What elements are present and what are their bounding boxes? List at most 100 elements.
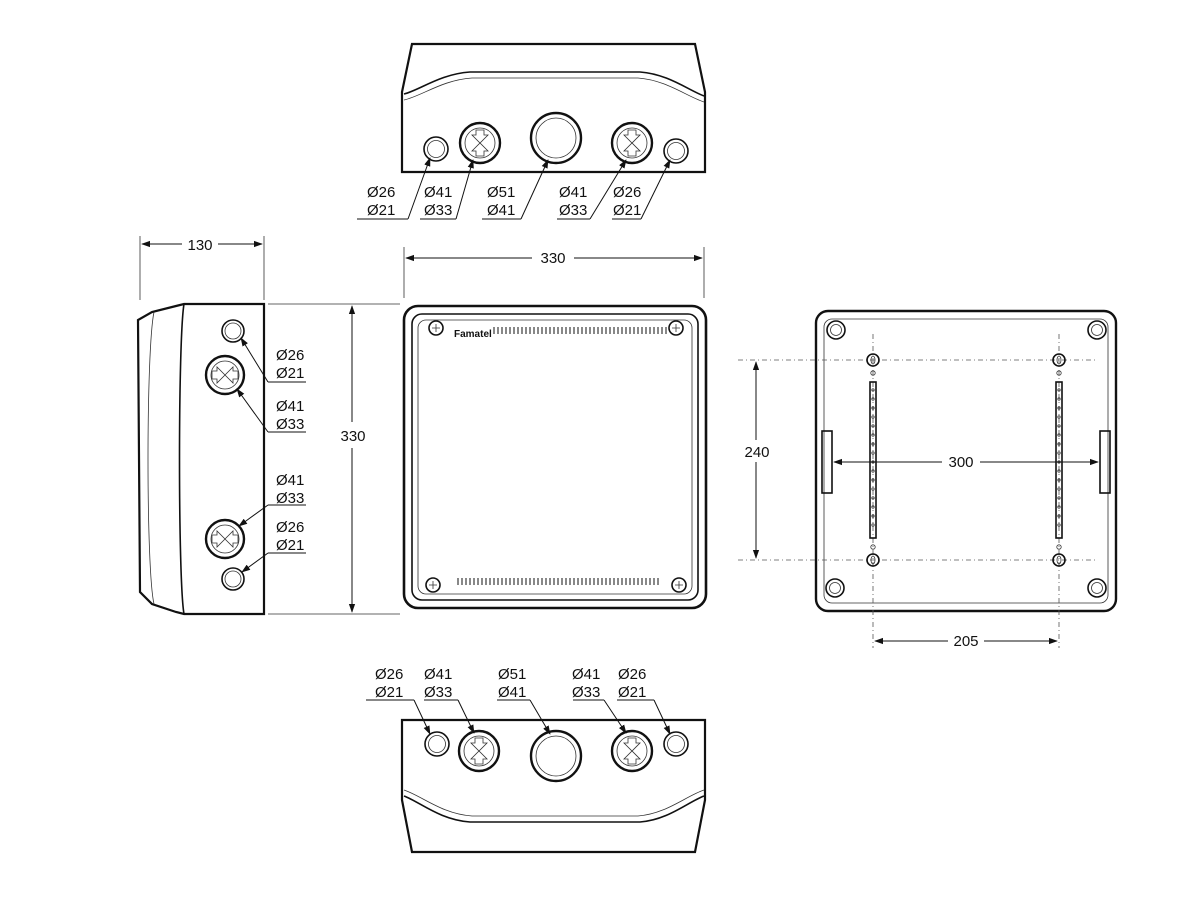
back-corner-hole-bottom-left xyxy=(825,578,845,598)
bottom-callout-3-inner: Ø41 xyxy=(498,684,526,701)
top-view-ridge xyxy=(403,71,705,97)
rail-hole xyxy=(871,424,875,428)
bottom-callout-5-outer: Ø26 xyxy=(618,666,646,683)
bottom-gland-41-right xyxy=(610,729,654,773)
side-knockout-26-top xyxy=(221,319,245,343)
rail-hole xyxy=(1057,496,1061,500)
rail-hole xyxy=(1057,469,1061,473)
back-view: 240 300 205 xyxy=(738,309,1118,650)
top-gland-41-right xyxy=(610,121,654,165)
side-callout-2-inner: Ø33 xyxy=(276,416,304,433)
bottom-callout-4-outer: Ø41 xyxy=(572,666,600,683)
front-view-body xyxy=(402,304,708,610)
front-vent-top xyxy=(493,327,667,334)
rail-hole xyxy=(1057,478,1061,482)
rail-hole xyxy=(1057,415,1061,419)
rail-hole xyxy=(871,442,875,446)
rail-hole xyxy=(1057,505,1061,509)
back-din-rail-left xyxy=(869,381,877,539)
top-callout-2-outer: Ø41 xyxy=(424,184,452,201)
top-gland-41-left xyxy=(458,121,502,165)
top-callout-3-outer: Ø51 xyxy=(487,184,515,201)
side-knockout-26-bottom xyxy=(221,567,245,591)
bottom-callout-4-inner: Ø33 xyxy=(572,684,600,701)
bottom-view: Ø26 Ø21 Ø41 Ø33 Ø51 Ø41 Ø41 Ø33 Ø26 Ø21 xyxy=(366,666,707,854)
back-corner-hole-top-left xyxy=(826,320,846,340)
rail-hole xyxy=(1057,406,1061,410)
top-view: Ø26 Ø21 Ø41 Ø33 Ø51 Ø41 Ø41 Ø33 Ø26 Ø21 xyxy=(357,42,707,220)
side-callout-1-inner: Ø21 xyxy=(276,365,304,382)
back-side-clip-left xyxy=(821,430,833,494)
back-vertical-dimension: 240 xyxy=(744,444,769,461)
bottom-knockout-51 xyxy=(529,729,583,783)
bottom-knockout-26-left xyxy=(424,731,450,757)
back-din-rail-right xyxy=(1055,381,1063,539)
back-view-inner xyxy=(823,318,1109,604)
top-view-ridge-inner xyxy=(403,77,705,103)
rail-hole xyxy=(1057,442,1061,446)
back-side-clip-right xyxy=(1099,430,1111,494)
back-rail-holes xyxy=(871,388,1061,527)
screw-top-left-icon xyxy=(428,320,444,336)
rail-hole xyxy=(871,406,875,410)
screw-bottom-left-icon xyxy=(425,577,441,593)
rail-hole xyxy=(1057,388,1061,392)
side-depth-dimension: 130 xyxy=(187,237,212,254)
side-view-lid-edge xyxy=(178,303,185,615)
side-gland-41-bottom xyxy=(204,518,246,560)
rail-hole xyxy=(1057,424,1061,428)
rail-hole xyxy=(871,469,875,473)
top-callout-1-outer: Ø26 xyxy=(367,184,395,201)
bottom-view-ridge-inner xyxy=(403,789,705,817)
rail-hole xyxy=(1057,397,1061,401)
back-mount-slot-bottom-left xyxy=(866,544,880,567)
top-callout-1-inner: Ø21 xyxy=(367,202,395,219)
side-callout-1-outer: Ø26 xyxy=(276,347,304,364)
bottom-callout-1-outer: Ø26 xyxy=(375,666,403,683)
bottom-callout-2-outer: Ø41 xyxy=(424,666,452,683)
top-callout-5-inner: Ø21 xyxy=(613,202,641,219)
rail-hole xyxy=(1057,514,1061,518)
front-view-lid-inner xyxy=(417,319,693,595)
rail-hole xyxy=(871,415,875,419)
back-horizontal-dimension: 300 xyxy=(948,454,973,471)
rail-hole xyxy=(871,514,875,518)
side-height-dimension: 330 xyxy=(340,428,365,445)
rail-hole xyxy=(871,433,875,437)
bottom-view-body xyxy=(400,718,707,854)
front-width-dimension: 330 xyxy=(540,250,565,267)
back-rail-dimension: 205 xyxy=(953,633,978,650)
rail-hole xyxy=(871,505,875,509)
back-corner-hole-bottom-right xyxy=(1087,578,1107,598)
bottom-view-ridge xyxy=(403,795,705,823)
rail-hole xyxy=(871,388,875,392)
front-view-lid xyxy=(411,313,699,601)
rail-hole xyxy=(1057,523,1061,527)
top-callout-2-inner: Ø33 xyxy=(424,202,452,219)
bottom-callout-5-inner: Ø21 xyxy=(618,684,646,701)
front-brand-label: Famatel xyxy=(454,329,492,340)
rail-hole xyxy=(871,451,875,455)
back-mount-slot-bottom-right xyxy=(1052,544,1066,567)
front-vent-bottom xyxy=(457,578,659,585)
back-view-body xyxy=(814,309,1118,613)
top-callout-4-inner: Ø33 xyxy=(559,202,587,219)
top-callout-3-inner: Ø41 xyxy=(487,202,515,219)
front-view: 330 Famatel xyxy=(402,247,708,610)
side-callout-3-outer: Ø41 xyxy=(276,472,304,489)
bottom-gland-41-left xyxy=(457,729,501,773)
bottom-callout-2-inner: Ø33 xyxy=(424,684,452,701)
side-callout-3-inner: Ø33 xyxy=(276,490,304,507)
side-gland-41-top xyxy=(204,354,246,396)
screw-bottom-right-icon xyxy=(671,577,687,593)
rail-hole xyxy=(871,523,875,527)
top-knockout-26-left xyxy=(423,136,449,162)
rail-hole xyxy=(1057,433,1061,437)
bottom-knockout-26-right xyxy=(663,731,689,757)
rail-hole xyxy=(1057,451,1061,455)
top-knockout-26-right xyxy=(663,138,689,164)
side-callout-2-outer: Ø41 xyxy=(276,398,304,415)
back-corner-hole-top-right xyxy=(1087,320,1107,340)
back-mount-slot-top-left xyxy=(866,353,880,376)
